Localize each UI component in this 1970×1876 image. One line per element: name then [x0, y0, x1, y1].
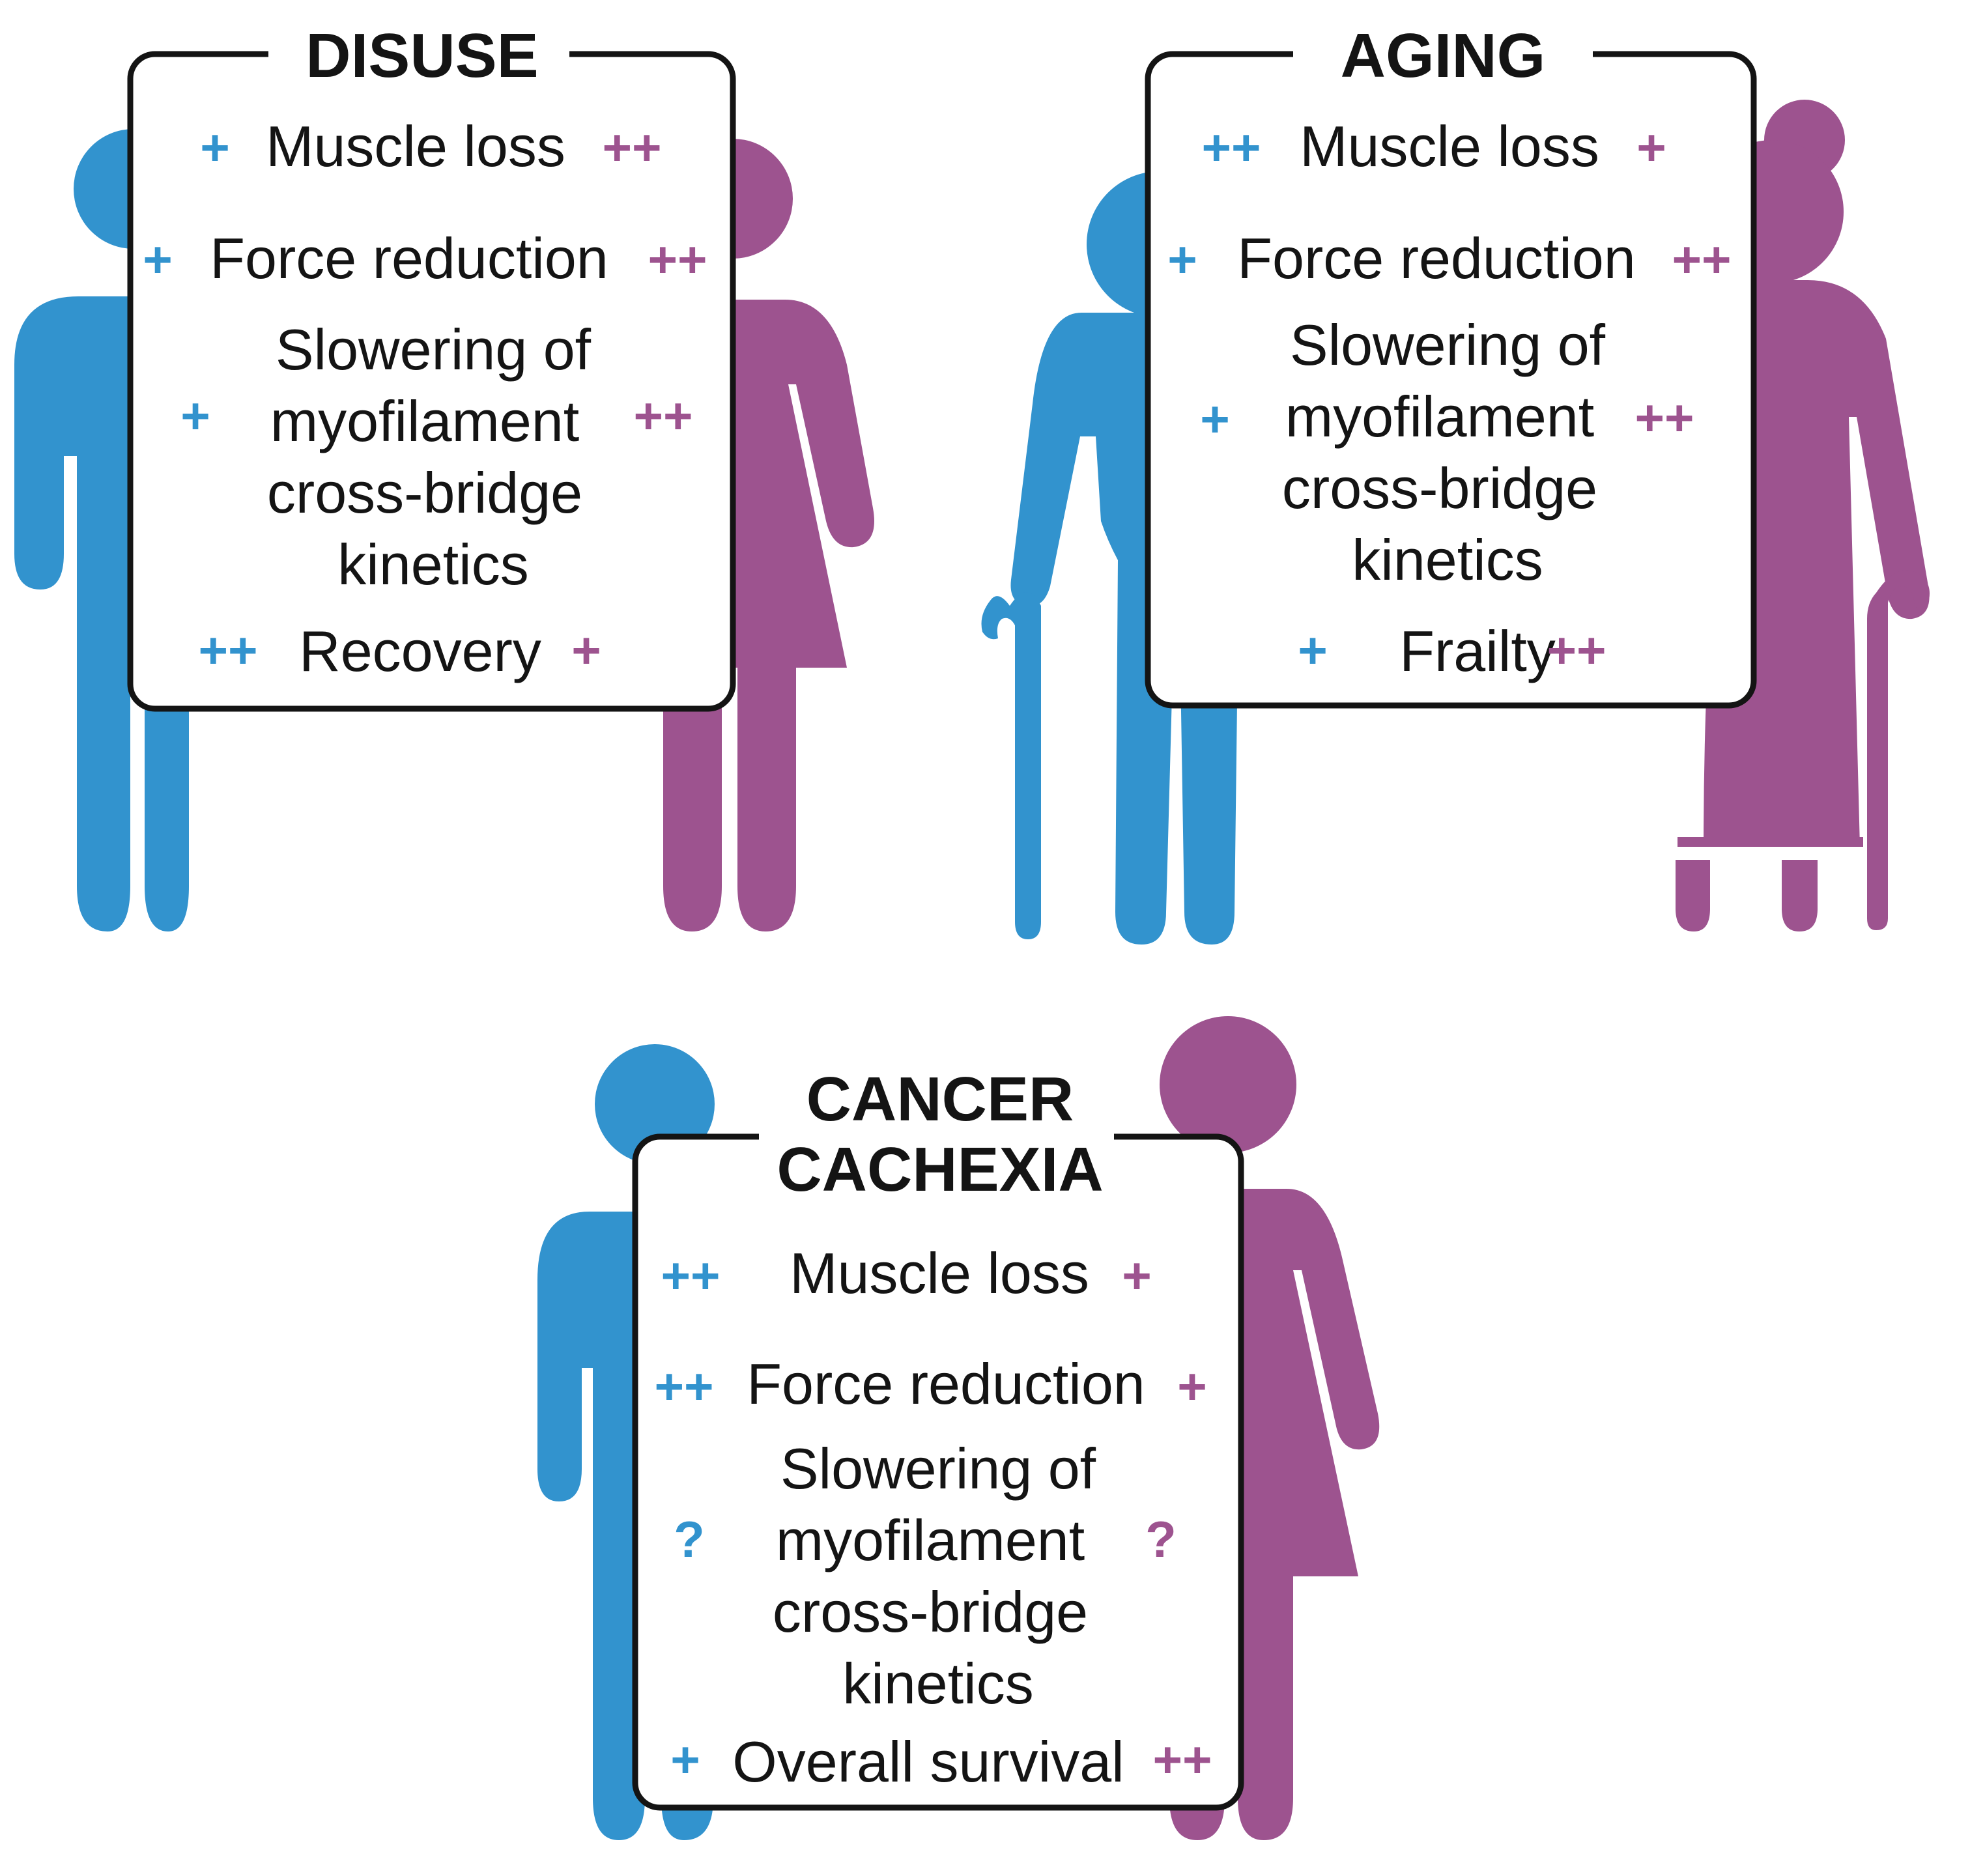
cachexia-muscle-loss-label: Muscle loss	[790, 1241, 1089, 1305]
aging-muscle-loss-label: Muscle loss	[1300, 114, 1599, 178]
aging-title-gap	[1293, 26, 1593, 85]
aging-slowering-line-4: kinetics	[1352, 528, 1543, 592]
aging-frailty-label: Frailty	[1399, 619, 1556, 683]
disuse-muscle-loss-female-marker: ++	[602, 119, 661, 176]
disuse-muscle-loss-male-marker: +	[200, 119, 230, 176]
cachexia-slowering-female-marker: ?	[1145, 1511, 1177, 1568]
aging-panel: AGING ++ Muscle loss + + Force reduction…	[1145, 21, 1757, 709]
disuse-slowering-female-marker: ++	[633, 387, 692, 444]
aging-slowering-male-marker: +	[1200, 390, 1230, 448]
cachexia-muscle-loss-female-marker: +	[1122, 1247, 1152, 1304]
cachexia-overall-survival-male-marker: +	[670, 1731, 700, 1788]
aging-force-reduction-label: Force reduction	[1237, 226, 1635, 291]
aging-slowering-line-1: Slowering of	[1290, 313, 1606, 377]
cachexia-overall-survival-female-marker: ++	[1152, 1731, 1212, 1788]
aging-slowering-female-marker: ++	[1635, 389, 1694, 446]
disuse-force-reduction-male-marker: +	[143, 231, 173, 288]
aging-title: AGING	[1341, 21, 1546, 91]
aging-muscle-loss-female-marker: +	[1636, 119, 1666, 176]
cachexia-title-line-1: CANCER	[807, 1064, 1074, 1134]
aging-frailty-female-marker: ++	[1547, 621, 1606, 679]
cachexia-panel: CANCER CACHEXIA ++ Muscle loss + ++ Forc…	[632, 1055, 1244, 1811]
cachexia-slowering-line-4: kinetics	[842, 1651, 1033, 1716]
disuse-muscle-loss-label: Muscle loss	[266, 114, 565, 178]
aging-muscle-loss-male-marker: ++	[1201, 119, 1261, 176]
cachexia-slowering-line-3: cross-bridge	[773, 1580, 1088, 1644]
disuse-slowering-line-2: myofilament	[270, 389, 579, 453]
aging-force-reduction-male-marker: +	[1167, 231, 1197, 288]
cachexia-force-reduction-label: Force reduction	[747, 1352, 1145, 1416]
disuse-recovery-label: Recovery	[299, 619, 541, 683]
disuse-force-reduction-label: Force reduction	[210, 226, 608, 291]
cachexia-title-gap	[759, 1055, 1114, 1186]
aging-frailty-male-marker: +	[1298, 621, 1328, 679]
aging-slowering-line-3: cross-bridge	[1282, 456, 1597, 520]
disuse-slowering-male-marker: +	[180, 387, 210, 444]
aging-slowering-line-2: myofilament	[1285, 384, 1594, 449]
cachexia-muscle-loss-male-marker: ++	[661, 1247, 720, 1304]
disuse-panel: DISUSE + Muscle loss ++ + Force reductio…	[127, 21, 736, 712]
disuse-recovery-male-marker: ++	[198, 621, 257, 679]
cachexia-force-reduction-female-marker: +	[1177, 1357, 1207, 1415]
disuse-slowering-line-4: kinetics	[337, 532, 528, 597]
disuse-recovery-female-marker: +	[571, 621, 601, 679]
disuse-slowering-line-1: Slowering of	[276, 317, 592, 382]
disuse-force-reduction-female-marker: ++	[648, 231, 707, 288]
cachexia-slowering-line-2: myofilament	[776, 1508, 1085, 1572]
disuse-title-gap	[268, 26, 569, 85]
cachexia-slowering-male-marker: ?	[674, 1511, 705, 1568]
cachexia-force-reduction-male-marker: ++	[654, 1357, 713, 1415]
cachexia-slowering-line-1: Slowering of	[780, 1436, 1096, 1501]
disuse-title: DISUSE	[306, 21, 538, 91]
cachexia-title-line-2: CACHEXIA	[777, 1135, 1103, 1204]
disuse-slowering-line-3: cross-bridge	[267, 461, 582, 525]
cachexia-overall-survival-label: Overall survival	[732, 1729, 1124, 1794]
aging-force-reduction-female-marker: ++	[1672, 231, 1731, 288]
